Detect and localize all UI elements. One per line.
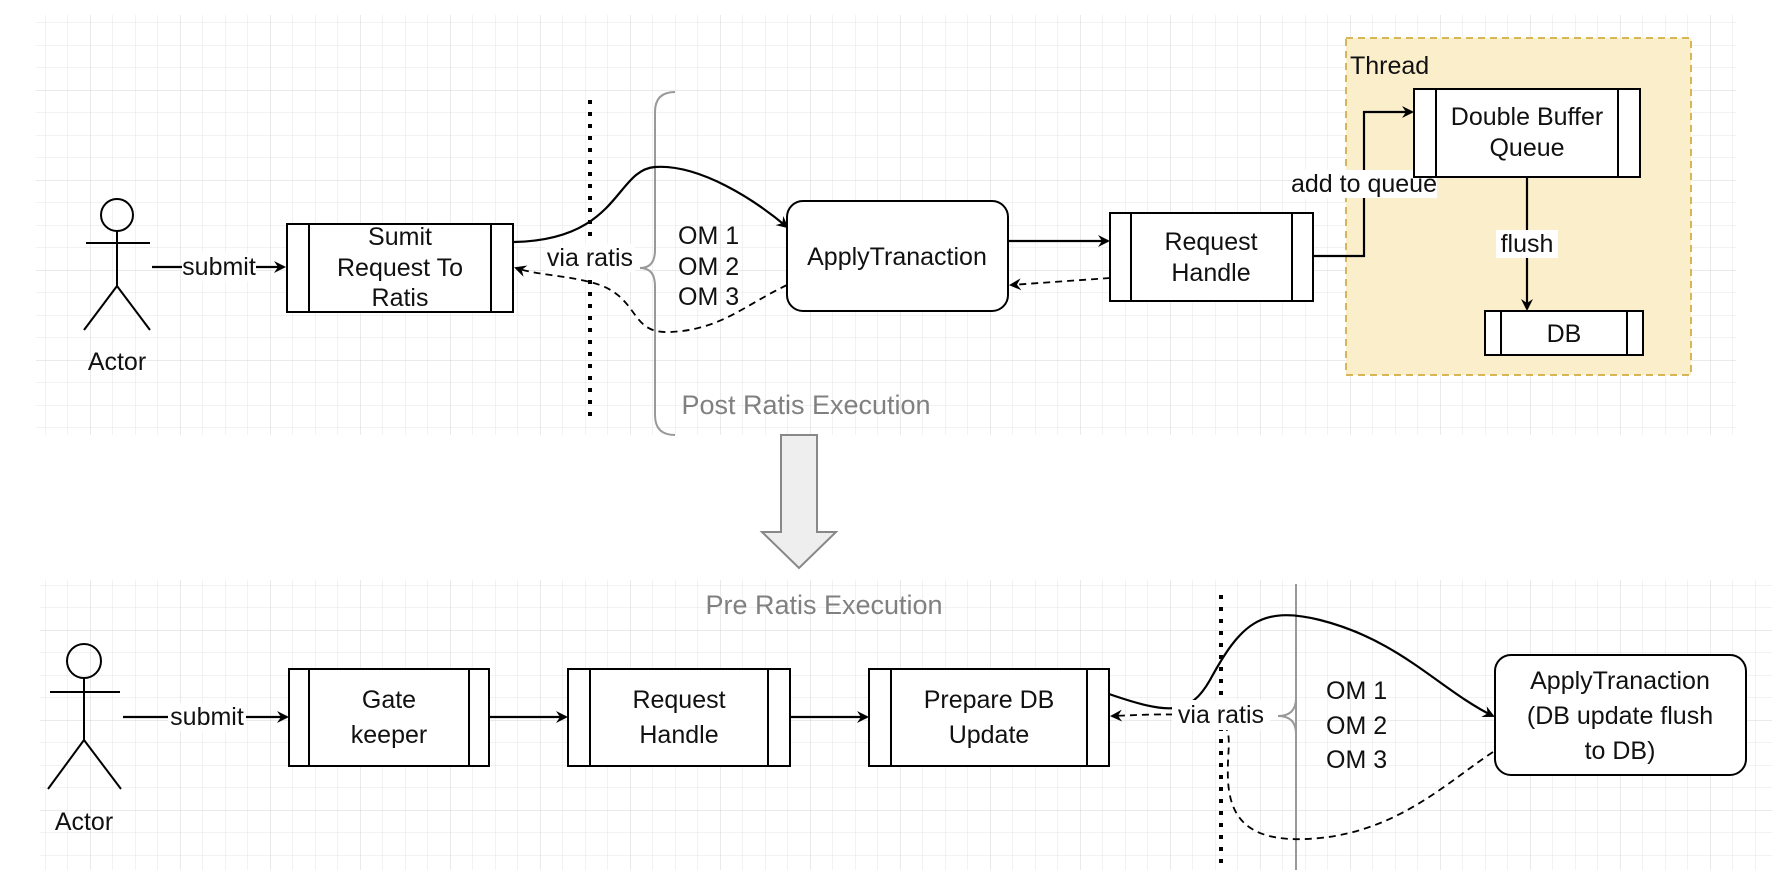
bottom-brace — [1277, 697, 1297, 735]
bottom-apply-transaction-box[interactable]: ApplyTranaction (DB update flush to DB) — [1494, 654, 1747, 776]
bottom-apply-line-2: (DB update flush — [1527, 702, 1713, 730]
submit-request-box[interactable]: Sumit Request To Ratis — [286, 223, 514, 313]
gatekeeper-box[interactable]: Gate keeper — [288, 668, 490, 767]
top-om-1: OM 1 — [678, 222, 739, 250]
top-request-handle-box[interactable]: Request Handle — [1109, 212, 1314, 302]
db-box[interactable]: DB — [1484, 310, 1644, 356]
flush-label: flush — [1501, 230, 1554, 258]
bottom-via-ratis-return — [1110, 709, 1494, 840]
prepare-db-line-1: Prepare DB — [924, 686, 1055, 714]
db-label: DB — [1547, 320, 1582, 348]
top-om-3: OM 3 — [678, 283, 739, 311]
double-buffer-queue-box[interactable]: Double Buffer Queue — [1413, 88, 1641, 178]
bottom-om-2: OM 2 — [1326, 712, 1387, 740]
top-request-handle-line-2: Handle — [1171, 259, 1250, 287]
prepare-db-update-box[interactable]: Prepare DB Update — [868, 668, 1110, 767]
bottom-submit-label: submit — [170, 703, 244, 731]
top-request-handle-line-1: Request — [1164, 228, 1257, 256]
top-submit-to-apply-curve — [513, 165, 789, 244]
gatekeeper-line-2: keeper — [351, 721, 427, 749]
top-apply-label: ApplyTranaction — [807, 243, 987, 271]
bottom-om-1: OM 1 — [1326, 677, 1387, 705]
bottom-actor-label: Actor — [55, 808, 113, 836]
bottom-apply-line-3: to DB) — [1585, 737, 1656, 765]
top-via-ratis-label: via ratis — [547, 244, 633, 272]
submit-request-line-3: Ratis — [372, 284, 429, 312]
top-apply-transaction-box[interactable]: ApplyTranaction — [786, 200, 1009, 312]
prepare-db-line-2: Update — [949, 721, 1030, 749]
thread-label: Thread — [1350, 52, 1429, 80]
top-om-2: OM 2 — [678, 253, 739, 281]
submit-request-line-1: Sumit — [368, 223, 432, 251]
bottom-request-handle-line-2: Handle — [639, 721, 718, 749]
top-via-ratis-return — [514, 265, 788, 333]
bottom-apply-line-1: ApplyTranaction — [1530, 667, 1710, 695]
pre-ratis-label: Pre Ratis Execution — [705, 590, 942, 620]
bottom-request-handle-box[interactable]: Request Handle — [567, 668, 791, 767]
bottom-request-handle-line-1: Request — [632, 686, 725, 714]
add-to-queue-label: add to queue — [1291, 170, 1437, 198]
top-submit-label: submit — [182, 253, 256, 281]
submit-request-line-2: Request To — [337, 254, 463, 282]
double-buffer-line-1: Double Buffer — [1451, 103, 1603, 131]
transition-arrow — [759, 434, 839, 570]
top-actor-label: Actor — [88, 348, 146, 376]
bottom-via-ratis-label: via ratis — [1178, 701, 1264, 729]
top-actor-icon — [83, 198, 151, 331]
bottom-om-3: OM 3 — [1326, 746, 1387, 774]
top-brace — [639, 91, 676, 436]
gatekeeper-line-1: Gate — [362, 686, 416, 714]
bottom-actor-icon — [47, 643, 122, 790]
post-ratis-label: Post Ratis Execution — [681, 390, 930, 420]
top-handle-to-apply-dashed — [1009, 277, 1111, 291]
double-buffer-line-2: Queue — [1489, 134, 1564, 162]
